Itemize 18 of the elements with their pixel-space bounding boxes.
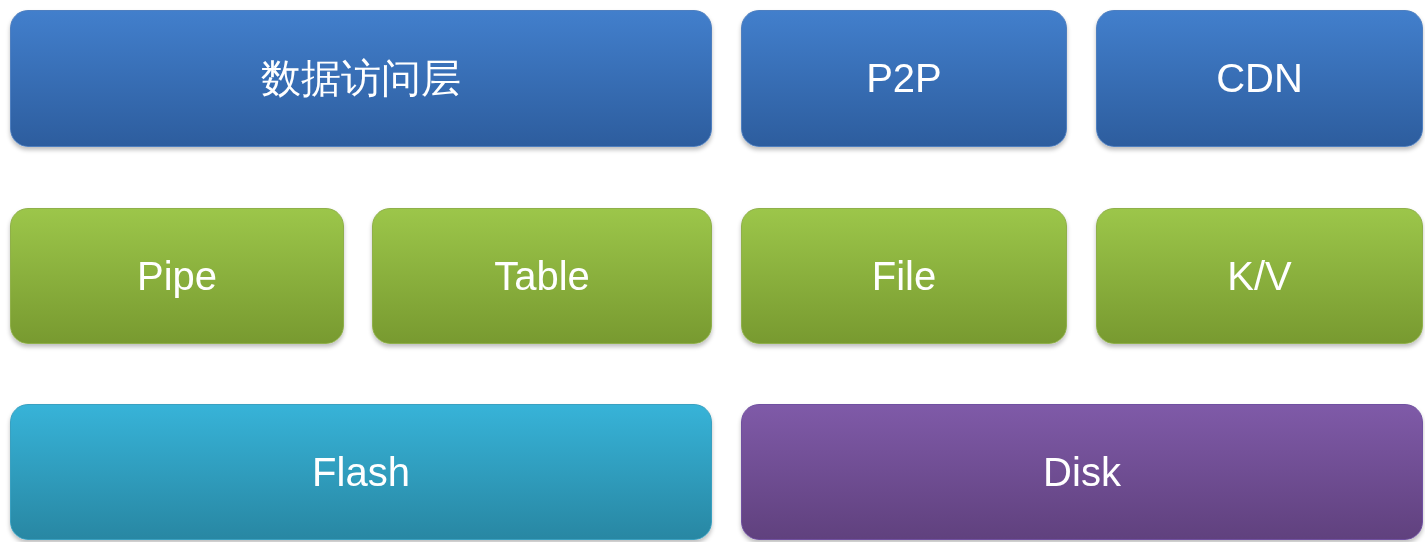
layer-box	[741, 208, 1067, 344]
layer-box	[1096, 208, 1423, 344]
layer-label: Disk	[1043, 449, 1121, 495]
layer-label: K/V	[1227, 253, 1292, 299]
layer-label: 数据访问层	[261, 55, 461, 102]
layer-box	[741, 404, 1423, 540]
layer-label: Flash	[312, 449, 410, 495]
layer-box	[372, 208, 712, 344]
layer-box	[10, 10, 712, 147]
layer-label: Table	[494, 253, 590, 299]
layer-label: Pipe	[136, 253, 218, 299]
layer-box	[10, 404, 712, 540]
layer-label: P2P	[866, 56, 942, 101]
layer-label: CDN	[1216, 56, 1303, 101]
layer-box	[1096, 10, 1423, 147]
layer-box	[741, 10, 1067, 147]
layer-box	[10, 208, 344, 344]
layer-label: File	[871, 253, 937, 299]
